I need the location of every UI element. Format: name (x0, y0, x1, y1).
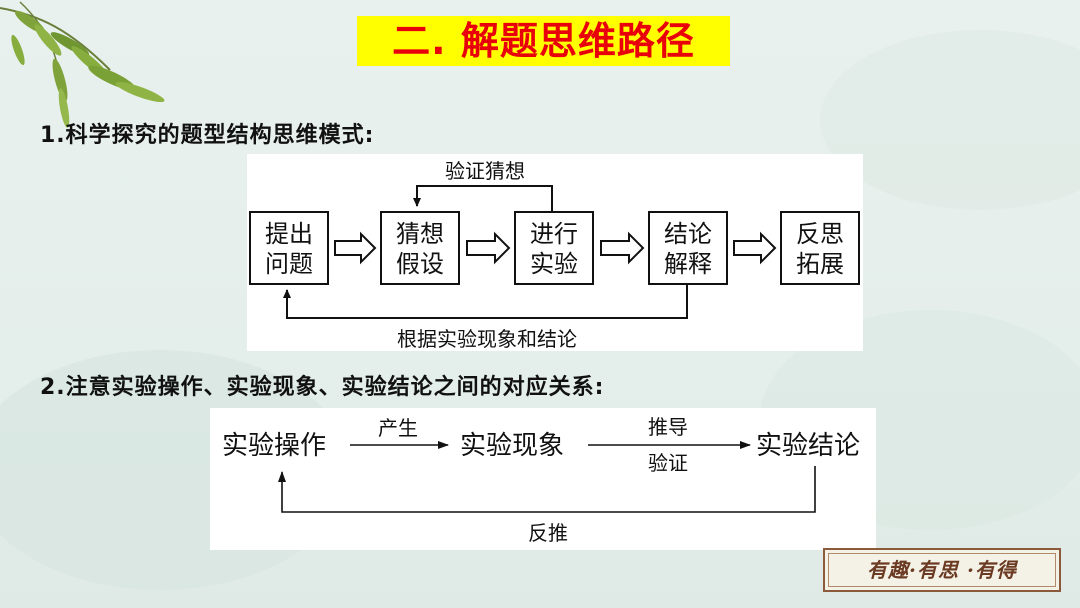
step-box-3: 进行 实验 (514, 211, 594, 285)
step-box-3-line2: 实验 (530, 250, 578, 278)
step-box-4-line2: 解释 (664, 250, 712, 278)
step-box-5-line2: 拓展 (796, 250, 844, 278)
step-box-1-line2: 问题 (265, 250, 313, 278)
inquiry-flow-diagram: 验证猜想 根据实验现象和结论 提出 问题 猜想 假设 进行 实验 结论 解释 反… (247, 154, 863, 351)
section-1-heading: 1.科学探究的题型结构思维模式: (40, 123, 375, 148)
step-box-1-line1: 提出 (265, 220, 313, 248)
reverse-inference-label: 反推 (528, 521, 568, 545)
feedback-loop-arrow (283, 284, 688, 319)
node-phenomenon: 实验现象 (460, 431, 564, 461)
reverse-inference-arrow (278, 466, 816, 513)
node-operation: 实验操作 (222, 431, 326, 461)
relationship-diagram: 实验操作 实验现象 实验结论 产生 推导 验证 反推 (210, 408, 876, 550)
slogan-seal-text: 有趣·有思 ·有得 (867, 558, 1017, 582)
flow-arrow-2 (466, 231, 511, 265)
step-box-5: 反思 拓展 (780, 211, 860, 285)
step-box-4-line1: 结论 (664, 220, 712, 248)
feedback-loop-label: 根据实验现象和结论 (397, 327, 577, 351)
section-2-heading: 2.注意实验操作、实验现象、实验结论之间的对应关系: (40, 375, 605, 400)
step-box-4: 结论 解释 (648, 211, 728, 285)
flow-arrow-1 (334, 231, 377, 265)
step-box-1: 提出 问题 (249, 211, 329, 285)
step-box-2-line2: 假设 (396, 250, 444, 278)
step-box-5-line1: 反思 (796, 220, 844, 248)
derive-label: 推导 (648, 415, 688, 439)
willow-branch-decoration (0, 1, 165, 128)
produce-label: 产生 (378, 416, 418, 440)
flow-arrow-3 (600, 231, 645, 265)
page-title: 二. 解题思维路径 (357, 16, 730, 66)
verify-loop-arrow (413, 185, 553, 212)
step-box-3-line1: 进行 (530, 220, 578, 248)
verify-label: 验证 (648, 451, 688, 475)
step-box-2-line1: 猜想 (396, 220, 444, 248)
step-box-2: 猜想 假设 (380, 211, 460, 285)
slogan-seal: 有趣·有思 ·有得 (823, 548, 1061, 592)
verify-loop-label: 验证猜想 (445, 159, 525, 183)
node-conclusion: 实验结论 (756, 431, 860, 461)
flow-arrow-4 (733, 231, 777, 265)
